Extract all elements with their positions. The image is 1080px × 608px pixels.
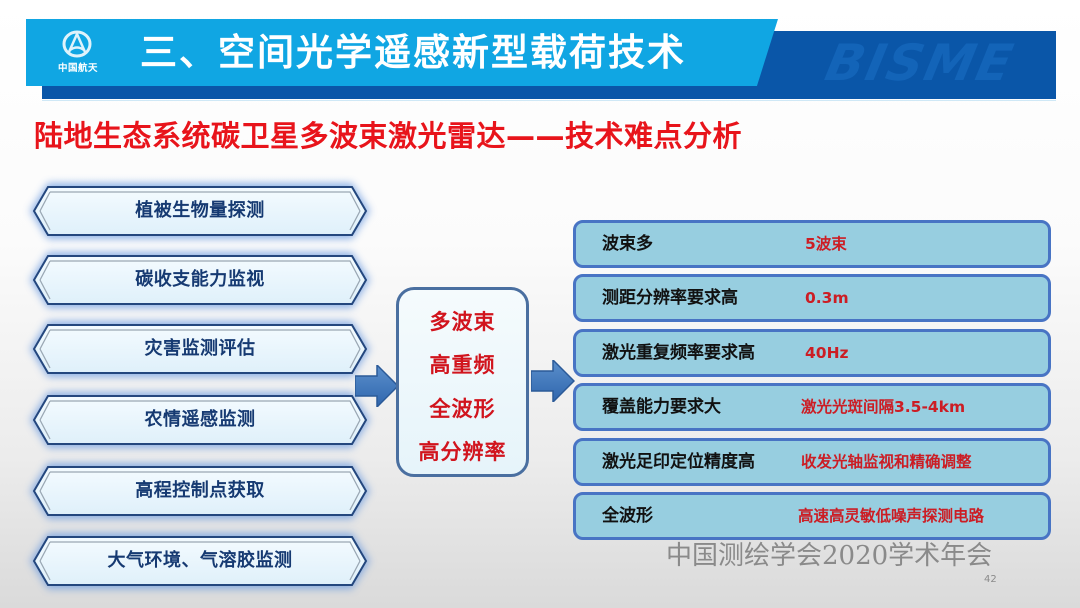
feature-high-resolution: 高分辨率 — [418, 440, 507, 464]
application-item: 高程控制点获取 — [30, 463, 370, 519]
feature-high-rep-rate: 高重频 — [429, 353, 496, 377]
application-item: 农情遥感监测 — [30, 392, 370, 448]
difficulty-solution: 5波束 — [805, 235, 847, 253]
application-item: 碳收支能力监视 — [30, 252, 370, 308]
difficulty-row: 激光重复频率要求高 40Hz — [573, 329, 1051, 377]
application-label: 农情遥感监测 — [144, 409, 256, 430]
application-label: 高程控制点获取 — [135, 480, 265, 501]
application-item: 植被生物量探测 — [30, 183, 370, 239]
difficulty-row: 覆盖能力要求大 激光光斑间隔3.5-4km — [573, 383, 1051, 431]
difficulty-solution: 高速高灵敏低噪声探测电路 — [798, 507, 985, 525]
application-item: 灾害监测评估 — [30, 321, 370, 377]
difficulty-row: 波束多 5波束 — [573, 220, 1051, 268]
conference-watermark: 中国测绘学会2020学术年会 — [666, 541, 993, 571]
page-title: 三、空间光学遥感新型载荷技术 — [140, 31, 686, 74]
difficulty-solution: 0.3m — [805, 289, 849, 307]
bisme-brand-watermark: BISME — [820, 34, 1020, 92]
difficulty-label: 激光足印定位精度高 — [602, 452, 755, 472]
application-label: 碳收支能力监视 — [135, 269, 265, 290]
application-label: 灾害监测评估 — [144, 338, 256, 359]
arrow-right-icon — [355, 365, 399, 407]
application-item: 大气环境、气溶胶监测 — [30, 533, 370, 589]
hexagon-banner-shape — [30, 533, 370, 589]
hexagon-banner-shape — [30, 463, 370, 519]
key-features-box: 多波束 高重频 全波形 高分辨率 — [396, 287, 529, 477]
difficulty-solution: 激光光斑间隔3.5-4km — [801, 398, 966, 416]
difficulty-solution: 收发光轴监视和精确调整 — [801, 453, 972, 471]
difficulty-label: 覆盖能力要求大 — [602, 397, 721, 417]
application-label: 大气环境、气溶胶监测 — [107, 550, 293, 571]
hexagon-banner-shape — [30, 183, 370, 239]
difficulty-label: 测距分辨率要求高 — [602, 288, 738, 308]
hexagon-banner-shape — [30, 252, 370, 308]
difficulty-row: 激光足印定位精度高 收发光轴监视和精确调整 — [573, 438, 1051, 486]
page-number: 42 — [984, 574, 997, 585]
header-banner-light — [26, 19, 778, 86]
difficulty-solution: 40Hz — [805, 344, 849, 362]
difficulty-label: 全波形 — [602, 506, 653, 526]
hexagon-banner-shape — [30, 321, 370, 377]
hexagon-banner-shape — [30, 392, 370, 448]
header-divider — [42, 100, 1056, 101]
china-aerospace-logo-icon — [48, 26, 106, 80]
difficulty-label: 激光重复频率要求高 — [602, 343, 755, 363]
difficulty-label: 波束多 — [602, 234, 653, 254]
logo-text: 中国航天 — [57, 63, 98, 74]
difficulty-row: 测距分辨率要求高 0.3m — [573, 274, 1051, 322]
arrow-right-icon — [531, 360, 575, 402]
feature-multi-beam: 多波束 — [429, 310, 496, 334]
feature-full-waveform: 全波形 — [429, 397, 496, 421]
difficulty-row: 全波形 高速高灵敏低噪声探测电路 — [573, 492, 1051, 540]
application-label: 植被生物量探测 — [135, 200, 265, 221]
section-subtitle: 陆地生态系统碳卫星多波束激光雷达——技术难点分析 — [34, 119, 743, 153]
